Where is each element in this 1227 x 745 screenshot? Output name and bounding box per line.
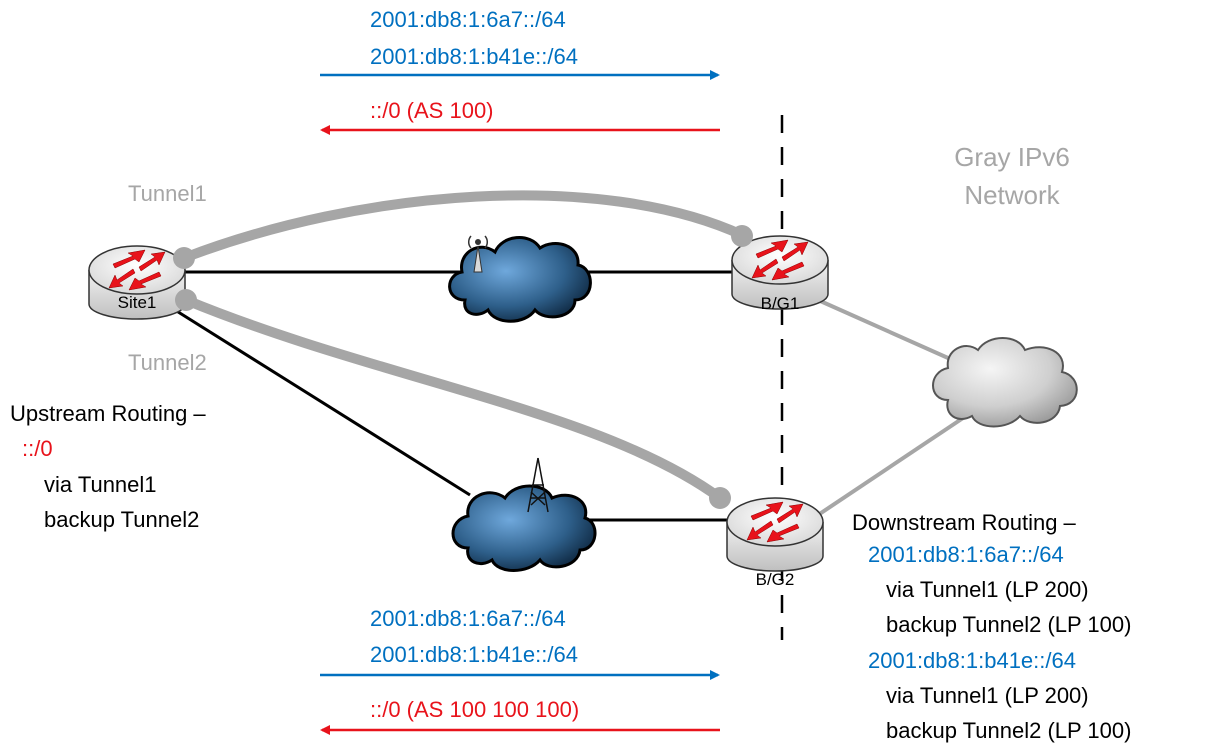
- router-bg1-label: B/G1: [761, 294, 800, 313]
- tunnel1-path: [179, 190, 747, 263]
- tunnel2-label: Tunnel2: [128, 350, 207, 375]
- router-bg2-label: B/G2: [756, 570, 795, 589]
- tower-cloud: [451, 457, 597, 572]
- downstream-title: Downstream Routing –: [852, 510, 1077, 535]
- router-site1[interactable]: [88, 245, 186, 320]
- bottom-prefix-1: 2001:db8:1:6a7::/64: [370, 606, 566, 631]
- site1-to-tower-link: [174, 308, 471, 497]
- router-bg1[interactable]: [731, 235, 829, 310]
- tunnel2-endpoint-bg2: [709, 487, 731, 509]
- downstream-prefix-2: 2001:db8:1:b41e::/64: [868, 648, 1076, 673]
- upstream-backup: backup Tunnel2: [44, 507, 199, 532]
- downstream-backup-2: backup Tunnel2 (LP 100): [886, 718, 1131, 743]
- gray-network-label-1: Gray IPv6: [954, 142, 1070, 172]
- top-default-route: ::/0 (AS 100): [370, 98, 494, 123]
- router-bg2[interactable]: [726, 497, 824, 572]
- upstream-via: via Tunnel1: [44, 472, 157, 497]
- tunnel1-label: Tunnel1: [128, 181, 207, 206]
- bottom-default-route: ::/0 (AS 100 100 100): [370, 697, 579, 722]
- downstream-via-2: via Tunnel1 (LP 200): [886, 683, 1089, 708]
- gray-ipv6-cloud: [932, 337, 1078, 428]
- tunnel2-path: [181, 295, 725, 503]
- downstream-prefix-1: 2001:db8:1:6a7::/64: [868, 542, 1064, 567]
- tunnel2-endpoint-site1: [175, 289, 197, 311]
- wireless-cloud: [448, 235, 592, 323]
- tunnel1-endpoint-bg1: [731, 225, 753, 247]
- downstream-backup-1: backup Tunnel2 (LP 100): [886, 612, 1131, 637]
- tunnel1-endpoint-site1: [173, 247, 195, 269]
- bg2-to-gray-link: [816, 408, 977, 517]
- cell-tower-icon: [527, 457, 549, 513]
- router-site1-label: Site1: [118, 293, 157, 312]
- gray-network-label-2: Network: [964, 180, 1060, 210]
- upstream-prefix: ::/0: [22, 436, 53, 461]
- bottom-prefix-2: 2001:db8:1:b41e::/64: [370, 642, 578, 667]
- upstream-title: Upstream Routing –: [10, 401, 206, 426]
- top-prefix-2: 2001:db8:1:b41e::/64: [370, 44, 578, 69]
- top-prefix-1: 2001:db8:1:6a7::/64: [370, 7, 566, 32]
- antenna-icon: [467, 235, 489, 273]
- downstream-via-1: via Tunnel1 (LP 200): [886, 577, 1089, 602]
